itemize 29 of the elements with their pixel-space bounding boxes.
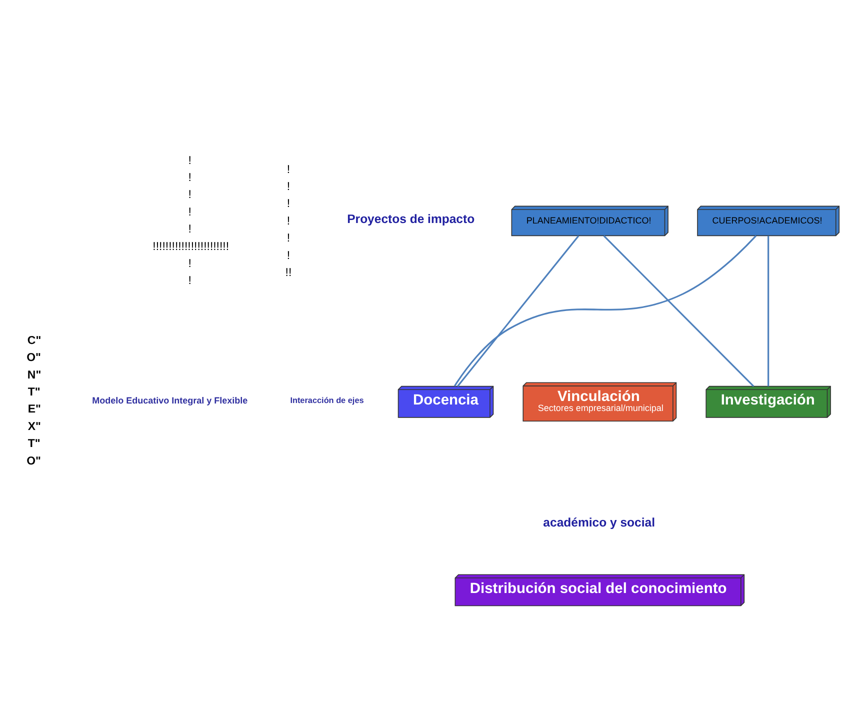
label: O"	[26, 455, 41, 468]
label: !!	[285, 266, 292, 279]
label: Interacción de ejes	[290, 396, 364, 406]
label: !	[188, 206, 192, 218]
label: !	[286, 250, 290, 262]
label: !	[286, 232, 290, 245]
label: !	[188, 275, 192, 288]
label: O"	[26, 352, 41, 364]
label: académico y social	[543, 516, 656, 530]
label: !	[188, 189, 192, 202]
label: T"	[28, 386, 40, 398]
label: Modelo Educativo Integral y Flexible	[92, 395, 248, 406]
label: E"	[28, 404, 41, 416]
label: !	[188, 154, 192, 167]
label: N"	[27, 369, 42, 382]
label: !	[188, 258, 192, 270]
label: !	[286, 198, 290, 210]
label: !	[188, 172, 192, 184]
label: !	[286, 181, 290, 194]
label: !	[286, 215, 290, 228]
label: X"	[28, 420, 41, 433]
connector	[768, 236, 770, 386]
label: !!!!!!!!!!!!!!!!!!!!!!!!	[152, 240, 230, 253]
label: Proyectos de impacto	[347, 212, 475, 226]
label: !	[188, 224, 192, 236]
label: T"	[28, 438, 40, 450]
label: !	[286, 164, 290, 176]
label: C"	[27, 334, 42, 347]
connector	[456, 235, 580, 387]
